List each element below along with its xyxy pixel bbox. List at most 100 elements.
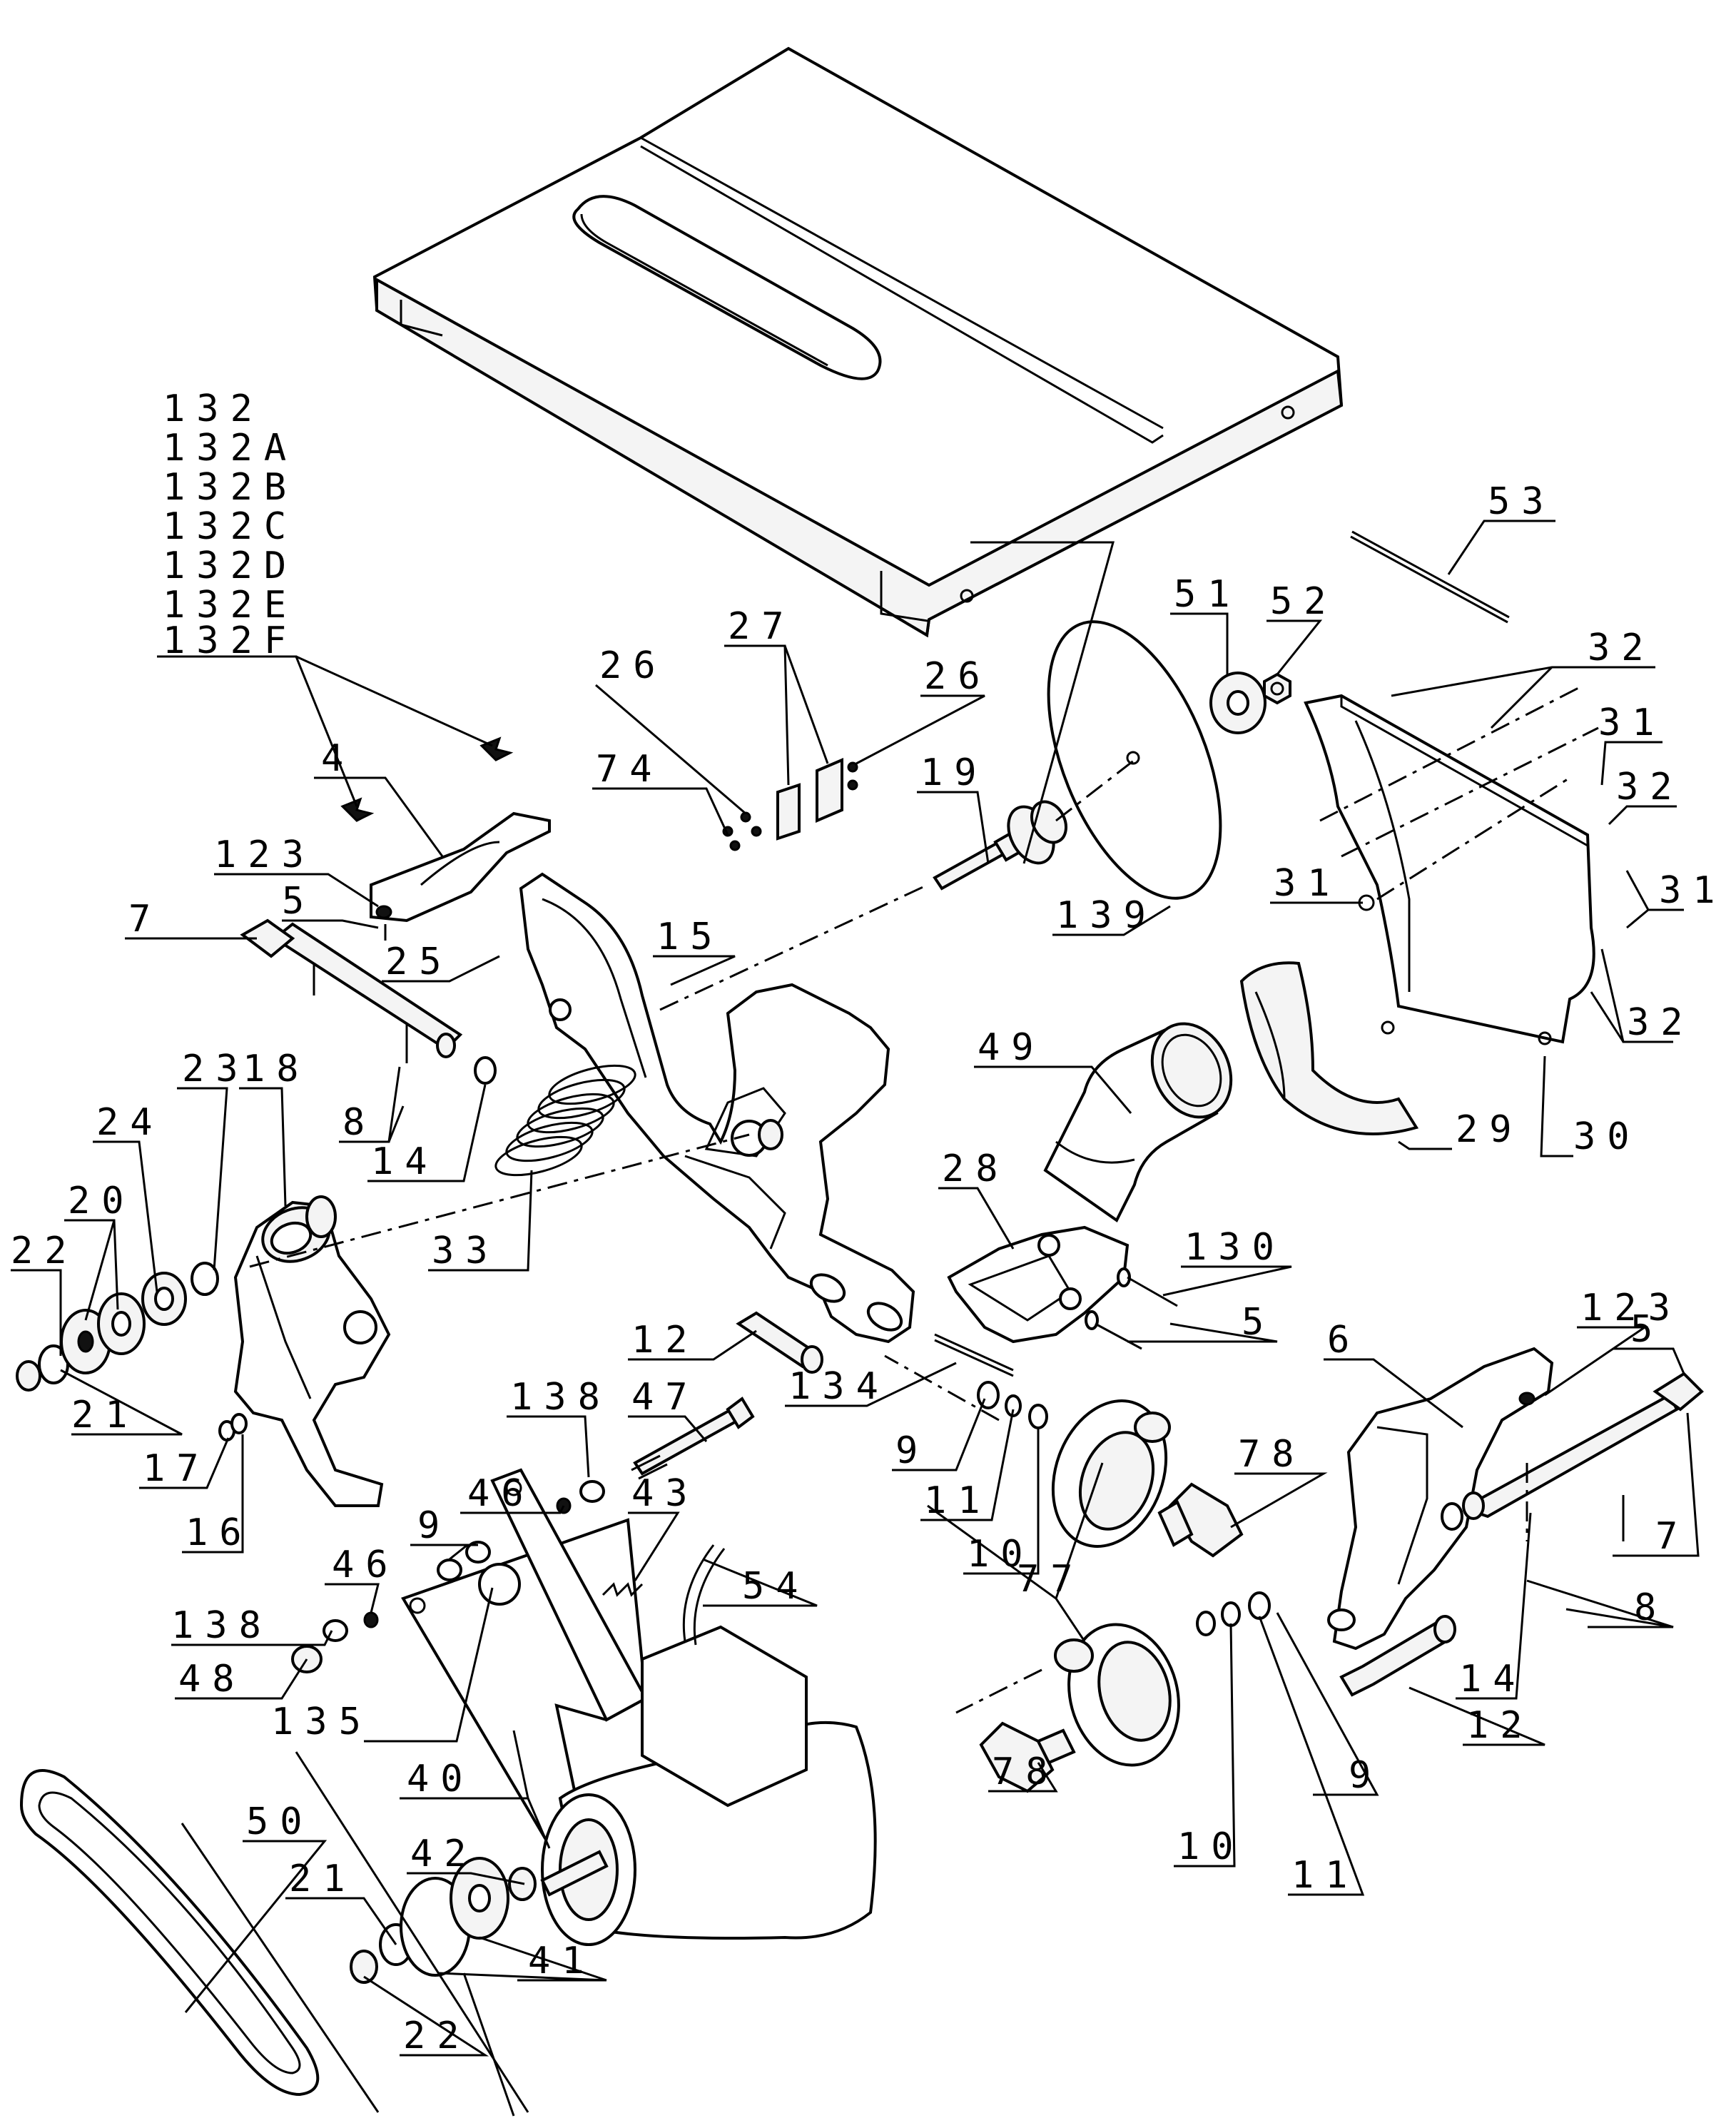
callout-78-bottom: 78 [992, 1750, 1060, 1793]
bracket-28 [947, 1225, 1178, 1350]
callout-123-right: 123 [1580, 1287, 1682, 1329]
callout-138-bottom: 138 [171, 1604, 273, 1647]
arbor-shaft [933, 800, 1067, 891]
callout-132a: 132A [163, 427, 298, 470]
callout-4: 4 [321, 737, 355, 780]
saw-blade [1047, 620, 1222, 900]
callout-5-mid: 5 [1242, 1301, 1275, 1344]
callout-132e: 132E [163, 584, 298, 627]
callout-135: 135 [271, 1701, 372, 1743]
blade-guard-housing [1304, 694, 1595, 1045]
callout-9-right: 9 [1349, 1754, 1382, 1797]
rod [1350, 530, 1510, 624]
callout-43: 43 [631, 1472, 699, 1515]
callout-6: 6 [1327, 1319, 1361, 1362]
knob-78-upper [1157, 1482, 1244, 1558]
callout-31-left: 31 [1274, 862, 1341, 905]
callout-7-left: 7 [128, 898, 162, 941]
callout-32-bottom: 32 [1627, 1001, 1695, 1044]
callout-46-bottom: 46 [332, 1544, 400, 1586]
callout-14-left: 14 [371, 1140, 439, 1183]
callout-54: 54 [742, 1565, 810, 1608]
callout-51: 51 [1174, 573, 1242, 616]
drive-belt [19, 1769, 320, 2097]
leader-lines [11, 520, 1700, 2117]
knob-78-lower [979, 1721, 1076, 1793]
callout-42: 42 [410, 1833, 478, 1875]
callout-28: 28 [942, 1147, 1010, 1190]
callout-48: 48 [178, 1658, 246, 1701]
pin-12-left [736, 1311, 823, 1374]
callout-130: 130 [1184, 1226, 1286, 1269]
callout-16: 16 [186, 1511, 253, 1554]
callout-19: 19 [920, 751, 988, 794]
callout-21-bottom: 21 [289, 1858, 357, 1900]
arbor-nut [1263, 672, 1291, 705]
motor-bracket [401, 1468, 648, 1873]
callout-132f: 132F [163, 619, 298, 662]
right-tilt-shaft [1441, 1372, 1704, 1541]
handwheel-lower [1054, 1591, 1271, 1767]
riving-knife-bracket [722, 757, 858, 851]
handwheel-upper [977, 1381, 1171, 1548]
callout-14-right: 14 [1459, 1658, 1527, 1701]
callout-26-right: 26 [924, 655, 992, 698]
callout-123-left: 123 [214, 833, 315, 876]
callout-132d: 132D [163, 544, 298, 587]
callout-11-top: 11 [924, 1479, 992, 1522]
callout-29: 29 [1456, 1108, 1523, 1151]
callout-labels: 132 132A 132B 132C 132D 132E 132F 4 123 … [11, 387, 1715, 2057]
callout-10-bottom: 10 [1177, 1825, 1245, 1868]
callout-77: 77 [1017, 1558, 1085, 1601]
callout-23: 23 [182, 1048, 250, 1090]
left-tilt-shaft [240, 918, 497, 1085]
bracket-top [340, 736, 551, 941]
callout-52: 52 [1270, 580, 1338, 623]
rod-134 [934, 1333, 1014, 1377]
callout-21-left: 21 [71, 1394, 139, 1437]
callout-132b: 132B [163, 466, 298, 509]
dust-elbow [1043, 1022, 1233, 1222]
callout-17: 17 [143, 1447, 210, 1490]
trunnion-frame [519, 872, 915, 1344]
callout-11-bottom: 11 [1291, 1854, 1359, 1897]
callout-24: 24 [96, 1101, 164, 1144]
callout-7-right: 7 [1655, 1515, 1689, 1558]
callout-47: 47 [631, 1376, 699, 1419]
left-trunnion [233, 1195, 391, 1507]
bolt-47 [631, 1397, 755, 1480]
callout-22-left: 22 [11, 1230, 78, 1272]
callout-9-left: 9 [417, 1504, 451, 1547]
callout-31-top: 31 [1598, 701, 1666, 744]
callout-5-right: 5 [1630, 1308, 1664, 1351]
callout-32-top: 32 [1588, 627, 1655, 669]
callout-134: 134 [788, 1365, 890, 1408]
callout-46-top: 46 [467, 1472, 535, 1515]
callout-25: 25 [385, 941, 453, 983]
callout-78-top: 78 [1238, 1433, 1306, 1476]
callout-8-right: 8 [1634, 1586, 1668, 1629]
callout-32-mid: 32 [1616, 766, 1684, 809]
callout-30: 30 [1573, 1115, 1641, 1158]
callout-49: 49 [978, 1026, 1045, 1069]
compression-spring [494, 1064, 636, 1177]
callout-26-left: 26 [599, 644, 667, 687]
callout-132: 132 [163, 387, 264, 430]
outer-flange [1209, 672, 1267, 734]
callout-18: 18 [243, 1048, 310, 1090]
motor [540, 1544, 877, 1946]
callout-33: 33 [432, 1230, 499, 1272]
callout-132c: 132C [163, 505, 298, 548]
callout-5-left: 5 [282, 880, 315, 923]
callout-15: 15 [656, 916, 724, 958]
callout-12-right: 12 [1466, 1704, 1534, 1747]
table-top [372, 46, 1344, 638]
callout-41: 41 [528, 1940, 596, 1982]
alignment-lines [249, 684, 1599, 1714]
callout-40: 40 [407, 1758, 474, 1800]
callout-74: 74 [596, 748, 664, 791]
callout-27: 27 [728, 605, 796, 648]
dust-chute [1239, 961, 1419, 1135]
